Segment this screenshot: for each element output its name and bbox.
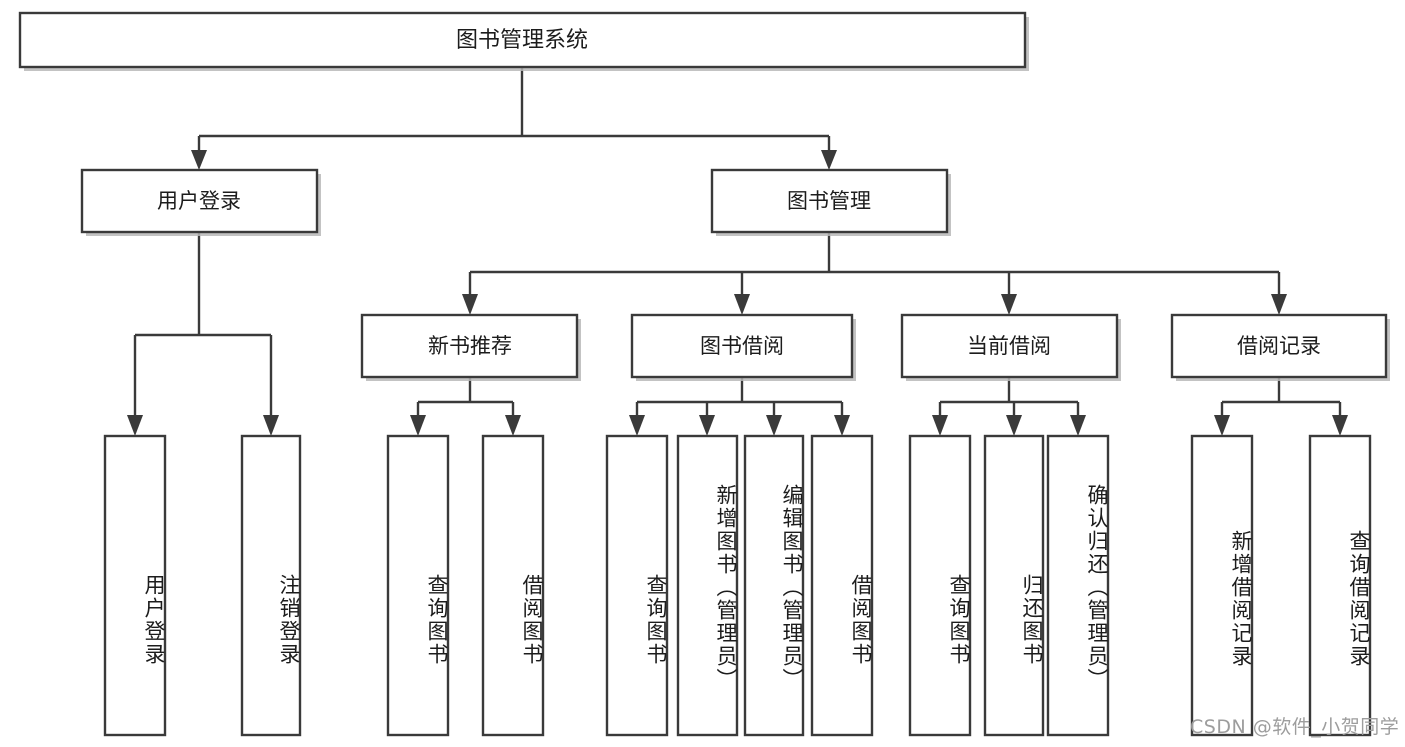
arrowhead-leaf-user-logout — [263, 415, 279, 436]
leaf-box-query-book-1[interactable] — [386, 434, 450, 737]
arrowhead-book-borrow — [734, 294, 750, 315]
arrowhead-current-borrow — [1001, 294, 1017, 315]
leaf-box-add-book[interactable] — [676, 434, 739, 737]
arrowhead-user-login — [191, 150, 207, 170]
leaf-box-confirm-return[interactable] — [1046, 434, 1110, 737]
arrowhead-leaf-confirm-return — [1070, 415, 1086, 436]
book-borrow-box — [630, 313, 854, 379]
arrowhead-leaf-user-login — [127, 415, 143, 436]
node-book-manage[interactable]: 图书管理 — [710, 168, 951, 236]
leaf-box-borrow-book-2[interactable] — [810, 434, 874, 737]
leaf-box-user-logout[interactable] — [240, 434, 302, 737]
current-borrow-box — [900, 313, 1119, 379]
leaf-box-borrow-book-1[interactable] — [481, 434, 545, 737]
leaf-box-user-login[interactable] — [103, 434, 167, 737]
node-user-login[interactable]: 用户登录 — [80, 168, 321, 236]
leaf-box-edit-book[interactable] — [743, 434, 805, 737]
leaf-box-return-book[interactable] — [983, 434, 1045, 737]
leaf-box-add-record[interactable] — [1190, 434, 1254, 737]
arrowhead-leaf-add-record — [1214, 415, 1230, 436]
arrowhead-leaf-query-book-2 — [629, 415, 645, 436]
user-login-label: 用户登录 — [157, 189, 241, 213]
edge-group-current-borrow — [932, 377, 1086, 436]
edge-group-book-borrow — [629, 377, 850, 436]
edge-group-root — [191, 67, 837, 170]
book-borrow-label: 图书借阅 — [700, 334, 784, 358]
user-login-box — [80, 168, 319, 234]
node-new-book-rec[interactable]: 新书推荐 — [360, 313, 581, 381]
arrowhead-leaf-query-record — [1332, 415, 1348, 436]
edge-group-book-manage — [462, 232, 1287, 315]
book-manage-label: 图书管理 — [787, 189, 871, 213]
arrowhead-leaf-query-book-1 — [410, 415, 426, 436]
arrowhead-book-manage — [821, 150, 837, 170]
arrowhead-leaf-query-book-3 — [932, 415, 948, 436]
book-manage-box — [710, 168, 949, 234]
root-label: 图书管理系统 — [456, 28, 588, 53]
arrowhead-borrow-record — [1271, 294, 1287, 315]
leaf-boxes — [103, 434, 1372, 737]
borrow-record-box — [1170, 313, 1388, 379]
leaf-box-query-book-3[interactable] — [908, 434, 972, 737]
new-book-rec-label: 新书推荐 — [428, 334, 512, 358]
csdn-watermark: CSDN @软件_小贺同学 — [1190, 716, 1400, 738]
edge-group-user-login — [127, 232, 279, 436]
borrow-record-label: 借阅记录 — [1237, 334, 1321, 358]
arrowhead-leaf-borrow-book-2 — [834, 415, 850, 436]
node-root[interactable]: 图书管理系统 — [18, 11, 1029, 71]
node-book-borrow[interactable]: 图书借阅 — [630, 313, 856, 381]
arrowhead-new-book-rec — [462, 294, 478, 315]
new-book-rec-box — [360, 313, 579, 379]
arrowhead-leaf-return-book — [1006, 415, 1022, 436]
node-current-borrow[interactable]: 当前借阅 — [900, 313, 1121, 381]
node-borrow-record[interactable]: 借阅记录 — [1170, 313, 1390, 381]
edge-group-borrow-record — [1214, 377, 1348, 436]
root-box — [18, 11, 1027, 69]
leaf-box-query-record[interactable] — [1308, 434, 1372, 737]
arrowhead-leaf-add-book — [699, 415, 715, 436]
current-borrow-label: 当前借阅 — [967, 334, 1051, 358]
leaf-box-query-book-2[interactable] — [605, 434, 669, 737]
arrowhead-leaf-edit-book — [766, 415, 782, 436]
edge-group-new-book-rec — [410, 377, 521, 436]
arrowhead-leaf-borrow-book-1 — [505, 415, 521, 436]
